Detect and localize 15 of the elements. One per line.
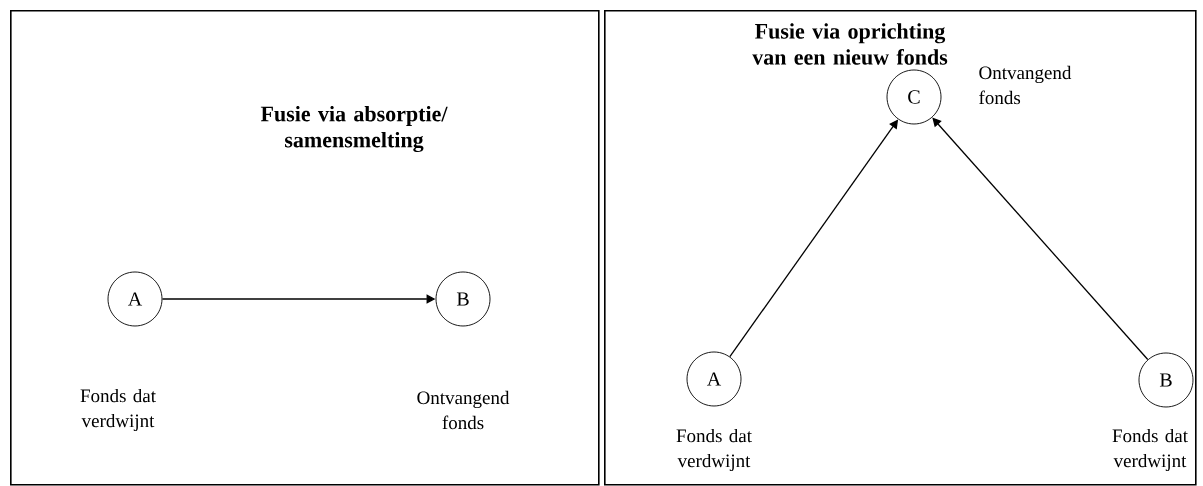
node-caption: Ontvangend fonds bbox=[417, 390, 510, 430]
arrow bbox=[932, 117, 1149, 361]
circle-node: A bbox=[107, 271, 163, 327]
node-caption: Fonds dat verdwijnt bbox=[676, 428, 752, 472]
circle-node: C bbox=[886, 69, 942, 125]
circle-node: A bbox=[686, 351, 742, 407]
node-caption: Fonds dat verdwijnt bbox=[1112, 428, 1188, 472]
panel-title: Fusie via absorptie/ samensmelting bbox=[260, 105, 448, 153]
panel bbox=[604, 10, 1197, 486]
node-caption: Fonds dat verdwijnt bbox=[80, 388, 156, 432]
circle-node: B bbox=[1138, 352, 1194, 408]
panel-title: Fusie via oprichting van een nieuw fonds bbox=[752, 23, 948, 65]
panel bbox=[10, 10, 600, 486]
circle-node: B bbox=[435, 271, 491, 327]
node-caption: Ontvangend fonds bbox=[979, 65, 1072, 105]
